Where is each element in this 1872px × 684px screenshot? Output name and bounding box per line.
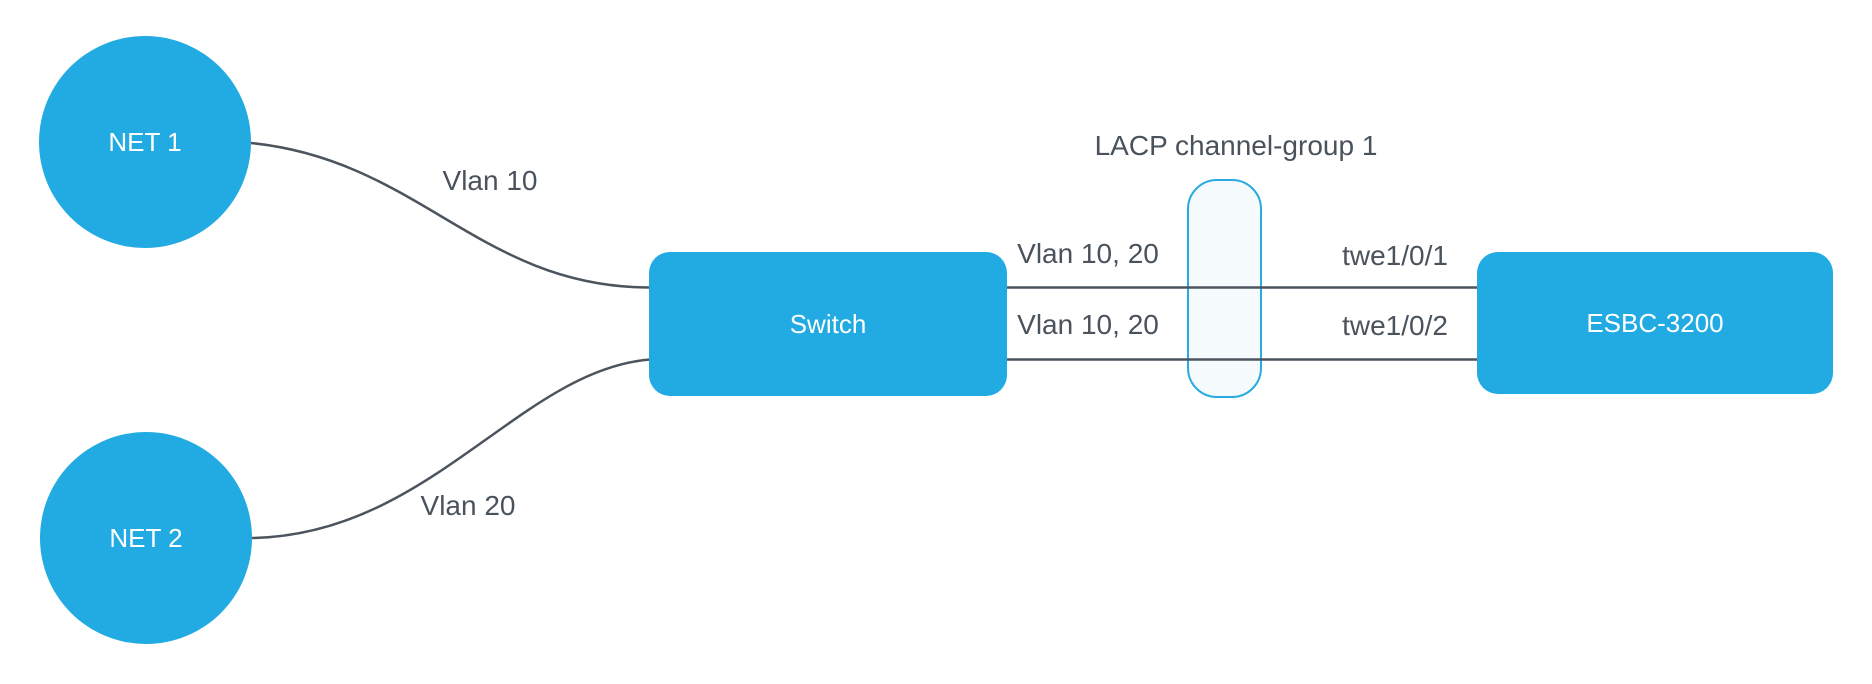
node-esbc-3200-label: ESBC-3200 bbox=[1586, 308, 1724, 338]
node-net2-label: NET 2 bbox=[109, 523, 183, 553]
trunk-link-1-vlan-label: Vlan 10, 20 bbox=[1017, 238, 1159, 269]
node-switch: Switch bbox=[649, 252, 1007, 396]
trunk-link-2-vlan-label: Vlan 10, 20 bbox=[1017, 309, 1159, 340]
trunk-link-2-port-label: twe1/0/2 bbox=[1342, 310, 1448, 341]
node-esbc-3200: ESBC-3200 bbox=[1477, 252, 1833, 394]
node-switch-label: Switch bbox=[789, 309, 867, 339]
trunk-link-1-port-label: twe1/0/1 bbox=[1342, 240, 1448, 271]
node-net1: NET 1 bbox=[39, 36, 251, 248]
node-net2: NET 2 bbox=[40, 432, 252, 644]
node-net1-label: NET 1 bbox=[108, 127, 182, 157]
edge-label-vlan-20: Vlan 20 bbox=[420, 490, 516, 521]
lacp-channel-group-title: LACP channel-group 1 bbox=[1094, 130, 1378, 161]
lacp-channel-group-box bbox=[1187, 179, 1262, 398]
edge-label-vlan-10: Vlan 10 bbox=[442, 165, 538, 196]
